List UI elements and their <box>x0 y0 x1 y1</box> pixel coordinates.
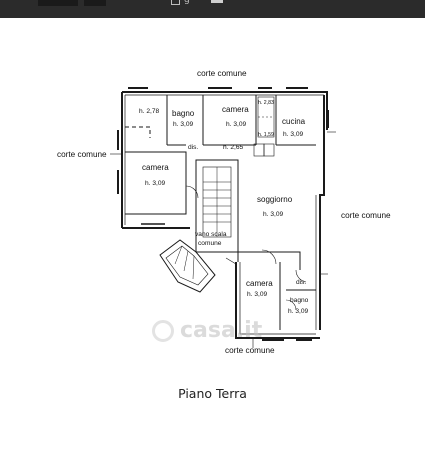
watermark-logo-icon <box>152 320 174 342</box>
room-name: dis. <box>296 279 307 286</box>
top-bar: g <box>0 0 425 18</box>
exterior-label-left: corte comune <box>57 150 107 159</box>
header-bar <box>211 0 223 3</box>
room-height: h. 1,59 <box>258 132 274 138</box>
header-text: g <box>184 0 190 5</box>
room-name: camera <box>142 163 169 172</box>
room-name: vano scala <box>195 231 227 238</box>
exterior-label-top: corte comune <box>197 69 247 78</box>
room-height: h. 2,78 <box>139 108 160 115</box>
room-name: cucina <box>282 117 306 126</box>
room-height: h. 3,09 <box>288 308 309 315</box>
floor-caption: Piano Terra <box>178 386 247 401</box>
room-height: h. 3,09 <box>283 131 304 138</box>
room-name: soggiorno <box>257 195 293 204</box>
exterior-label-right: corte comune <box>341 211 391 220</box>
tab-dark[interactable] <box>84 0 106 6</box>
exterior-label-bottom: corte comune <box>225 346 275 355</box>
room-height: h. 2,83 <box>258 100 274 106</box>
room-height: h. 3,09 <box>145 180 166 187</box>
tab-dark[interactable] <box>38 0 78 6</box>
room-height: h. 3,09 <box>226 121 247 128</box>
floor-plan <box>110 87 336 348</box>
room-name: camera <box>222 105 249 114</box>
folder-icon[interactable] <box>171 0 180 5</box>
room-height: h. 2,65 <box>223 144 244 151</box>
watermark: casa.it <box>180 318 263 343</box>
room-name: bagno <box>172 109 195 118</box>
room-name: camera <box>246 279 273 288</box>
room-name: bagno <box>290 297 309 304</box>
room-height: h. 3,09 <box>173 121 194 128</box>
room-name: comune <box>198 240 222 247</box>
room-height: h. 3,09 <box>263 211 284 218</box>
room-name: dis. <box>188 144 199 151</box>
room-height: h. 3,09 <box>247 291 268 298</box>
